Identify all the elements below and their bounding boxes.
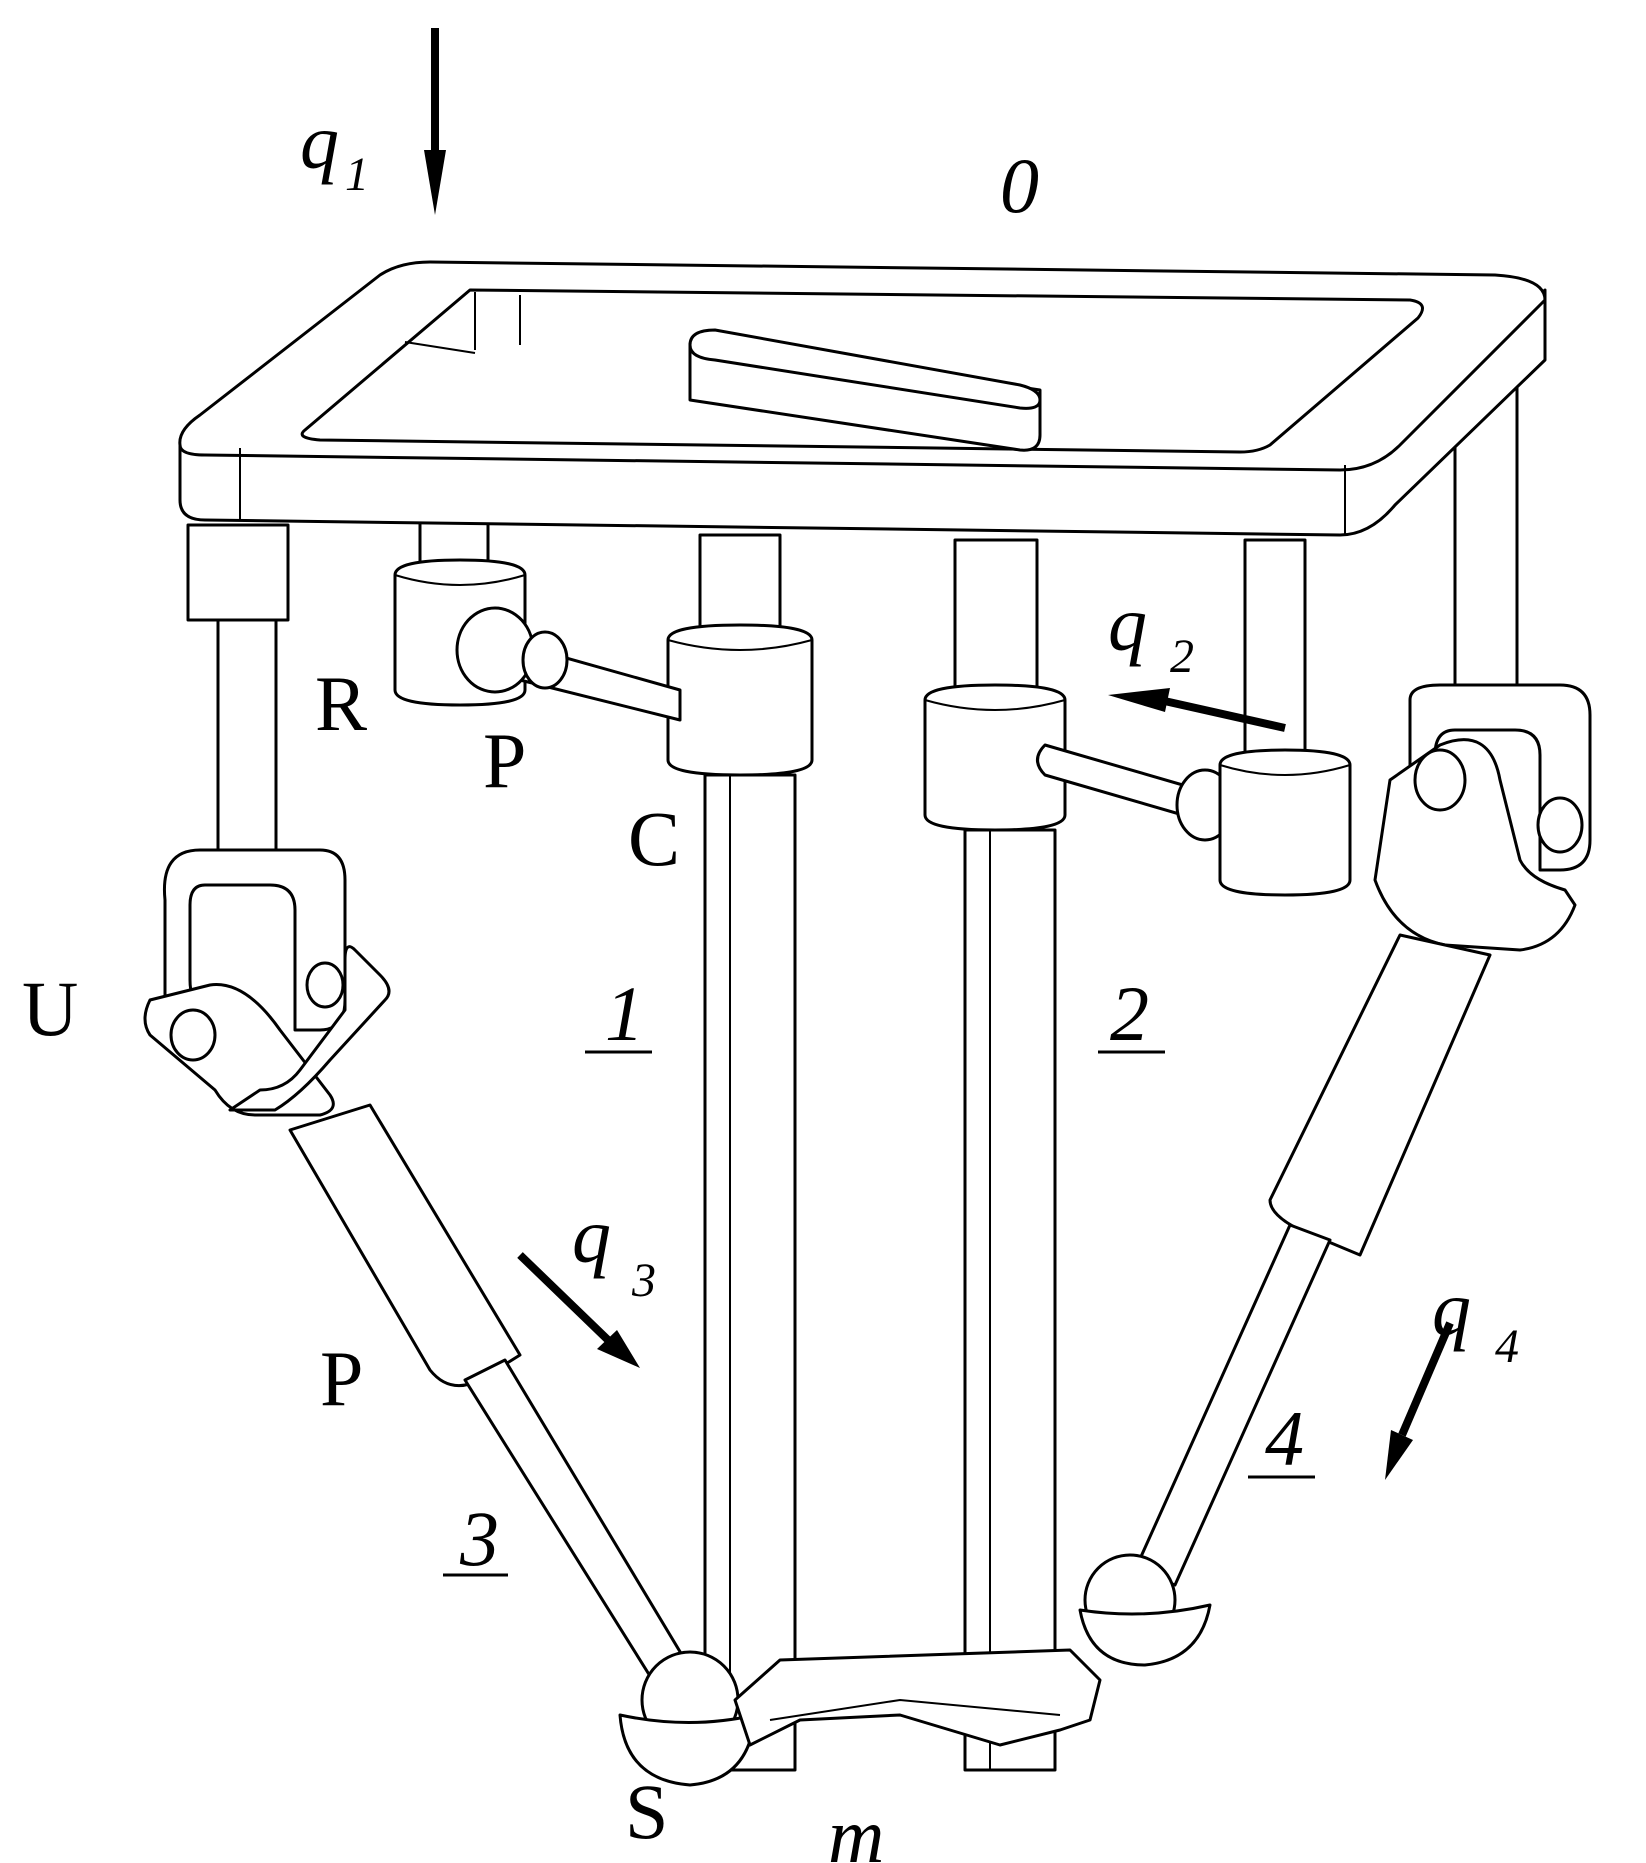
label-u-joint: U [22,965,78,1052]
cylindrical-joint-1 [666,623,814,777]
joint-block-2 [1218,748,1352,897]
prismatic-joint-top [455,606,535,694]
base-frame [178,260,1547,537]
rod-leg-1-lower [703,773,797,1772]
cylinder-leg-4 [1268,933,1492,1257]
rod-leg-2-back [1243,538,1307,757]
label-c-joint: C [628,795,680,882]
leg-1-label: 1 [605,970,644,1057]
piston-leg-4 [1133,1223,1332,1587]
leg-2 [923,538,1352,1772]
input-q3-index: 3 [631,1254,656,1307]
rod-leg-2-upper [953,538,1039,702]
label-r-joint: R [315,660,367,747]
label-s-joint: S [625,1768,668,1855]
input-arrow-q4 [1385,1321,1454,1480]
input-q1-index: 1 [345,148,369,201]
leg-4-label: 4 [1265,1395,1304,1482]
input-arrow-q3 [517,1252,640,1368]
rod-leg-3-upper [216,618,278,862]
rp-branch [393,558,682,722]
input-arrow-q2 [1108,688,1286,732]
rod-leg-1-upper [698,533,782,637]
input-q4-index: 4 [1495,1320,1519,1373]
input-q3-symbol: q [572,1192,611,1279]
label-platform: m [828,1792,884,1863]
label-p-joint-top: P [483,717,526,804]
input-q2-index: 2 [1170,630,1194,683]
leg-2-label: 2 [1110,970,1149,1057]
input-q1-symbol: q [300,98,339,185]
leg-1 [666,533,814,1772]
cylindrical-joint-2 [923,683,1067,832]
label-p-joint-left: P [320,1335,363,1422]
piston-leg-3 [463,1358,702,1702]
leg-3 [143,523,757,1787]
leg-3-label: 3 [459,1495,499,1582]
universal-joint-yoke [162,848,347,1032]
label-base: 0 [1000,142,1039,229]
input-arrow-q1 [424,28,446,215]
rod-leg-2-lower [963,828,1057,1772]
leg-4 [1078,683,1592,1667]
moving-platform [733,1648,1102,1747]
input-q2-symbol: q [1108,580,1147,667]
input-q4-symbol: q [1432,1265,1471,1352]
